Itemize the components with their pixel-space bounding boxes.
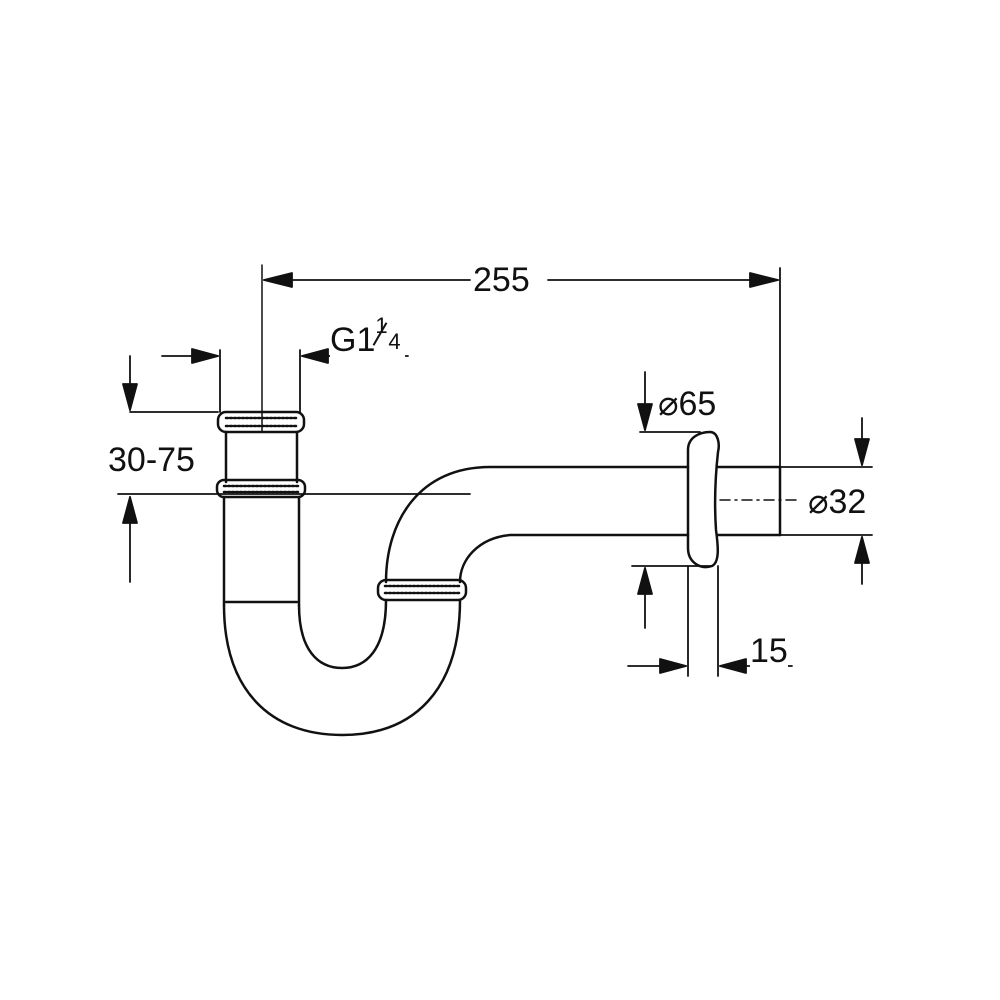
dim-rosette-diameter — [631, 371, 713, 629]
dim-overall-length — [263, 267, 781, 536]
outlet-nut — [376, 578, 468, 602]
lower-nut — [215, 478, 307, 499]
trap-body — [222, 430, 690, 737]
dim-height-range — [117, 355, 471, 583]
upper-nut — [216, 410, 306, 434]
centre-lines — [261, 264, 801, 501]
thread-fraction-numerator: 1 — [375, 313, 388, 338]
label-thread-main: G1 — [330, 321, 376, 359]
thread-fraction-denominator: 4 — [388, 329, 401, 354]
label-overall-length: 255 — [473, 261, 530, 299]
label-pipe-diameter: ⌀32 — [808, 483, 867, 521]
label-rosette-depth: 15 — [750, 632, 788, 670]
dim-pipe-diameter — [779, 417, 873, 585]
label-height-range: 30-75 — [108, 441, 195, 479]
label-rosette-diameter: ⌀65 — [658, 385, 717, 423]
